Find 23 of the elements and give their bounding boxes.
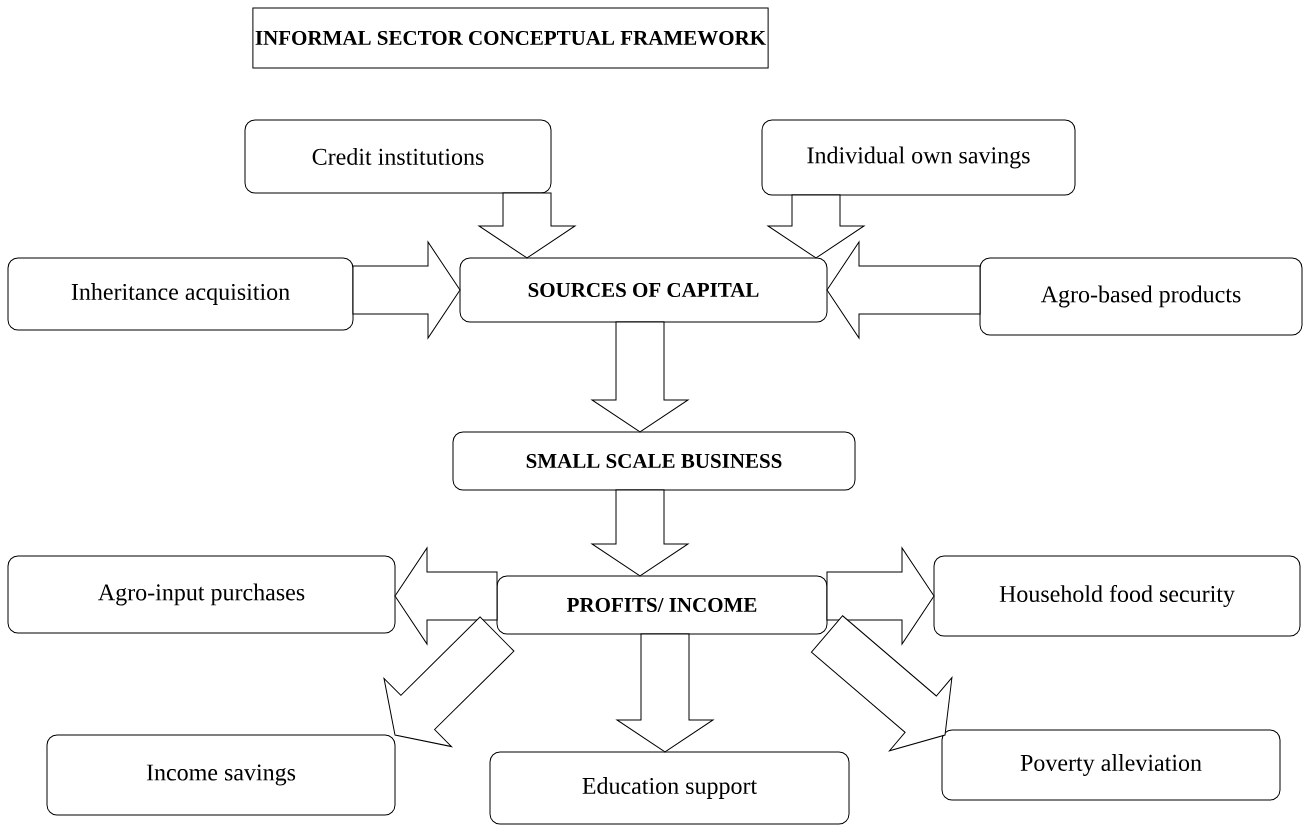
process-box: Education support <box>489 751 850 825</box>
block-arrow <box>616 633 714 753</box>
block-arrow <box>826 547 935 645</box>
process-box: Inheritance acquisition <box>7 257 354 331</box>
block-arrow <box>591 321 689 433</box>
block-arrow <box>394 547 498 645</box>
block-arrow <box>383 616 515 748</box>
process-box: Income savings <box>46 734 396 816</box>
block-arrow <box>767 194 865 259</box>
block-arrow <box>352 241 461 339</box>
block-arrow <box>810 615 953 752</box>
process-box: Household food security <box>933 555 1301 637</box>
process-box: Agro-based products <box>979 257 1303 336</box>
process-box: SOURCES OF CAPITAL <box>459 257 828 323</box>
block-arrow <box>826 241 981 339</box>
process-box: SMALL SCALE BUSINESS <box>452 431 856 491</box>
block-arrow <box>591 489 689 577</box>
title-box: INFORMAL SECTOR CONCEPTUAL FRAMEWORK <box>252 7 769 69</box>
process-box: Poverty alleviation <box>941 729 1281 801</box>
process-box: Individual own savings <box>761 119 1076 196</box>
process-box: Agro-input purchases <box>7 555 396 634</box>
process-box: Credit institutions <box>244 119 552 194</box>
block-arrow <box>478 192 576 259</box>
